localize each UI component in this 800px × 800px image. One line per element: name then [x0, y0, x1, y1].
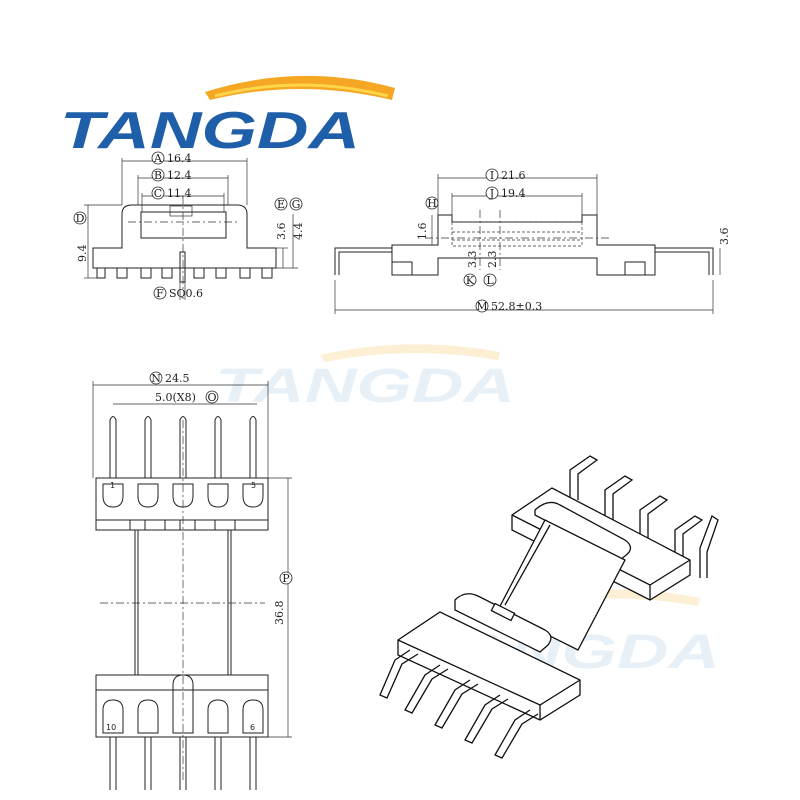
dim-c-value: 11.4 — [167, 187, 192, 200]
pin-label-10: 10 — [106, 723, 116, 732]
dim-d-value: 9.4 — [76, 245, 89, 263]
dim-label-p: P — [282, 572, 290, 585]
front-view: A 16.4 B 12.4 C 11.4 D 9.4 E 3.6 G 4.4 — [73, 151, 305, 300]
logo-swoosh — [205, 75, 395, 100]
dim-label-f: F — [156, 287, 164, 300]
dim-label-h: H — [427, 197, 437, 210]
dim-g-value: 4.4 — [292, 223, 305, 241]
dim-b-value: 12.4 — [167, 169, 192, 182]
dim-o-value: 5.0(X8) — [155, 391, 196, 404]
bottom-view: N 24.5 O 5.0(X8) 1 5 10 6 — [92, 371, 293, 790]
dim-label-k: K — [466, 274, 475, 287]
pin-label-6: 6 — [250, 723, 255, 732]
dim-k-value: 3.3 — [466, 251, 479, 269]
svg-text:TANGDA: TANGDA — [215, 360, 515, 413]
dim-label-m: M — [476, 300, 487, 313]
dim-j-value: 19.4 — [501, 187, 526, 200]
side-view: I 21.6 J 19.4 H 1.6 K 3.3 L 2.3 3.6 — [334, 168, 731, 314]
dim-label-n: N — [151, 372, 161, 385]
dim-p-value: 36.8 — [273, 601, 286, 626]
brand-logo: TANGDA — [60, 75, 395, 160]
watermark-1: TANGDA — [215, 344, 515, 413]
dim-l-value: 2.3 — [486, 251, 499, 269]
dim-right-height: 3.6 — [718, 228, 731, 246]
dim-a-value: 16.4 — [167, 152, 192, 165]
dim-label-i: I — [490, 169, 494, 182]
dim-n-value: 24.5 — [165, 372, 190, 385]
dim-label-o: O — [207, 391, 216, 404]
dim-h-value: 1.6 — [416, 223, 429, 241]
dim-m-value: 52.8±0.3 — [491, 300, 542, 313]
dim-label-g: G — [292, 198, 301, 211]
dim-label-l: L — [486, 274, 494, 287]
dim-label-e: E — [277, 198, 285, 211]
dim-f-value: SQ0.6 — [169, 287, 203, 300]
dim-label-a: A — [153, 152, 163, 165]
pin-label-1: 1 — [110, 481, 115, 490]
logo-text: TANGDA — [60, 102, 360, 160]
pin-label-5: 5 — [251, 481, 256, 490]
isometric-view — [379, 455, 719, 759]
dim-label-j: J — [489, 187, 494, 200]
dim-label-d: D — [76, 212, 85, 225]
dim-label-c: C — [154, 187, 162, 200]
dim-label-b: B — [154, 169, 162, 182]
dim-i-value: 21.6 — [501, 169, 526, 182]
dim-e-value: 3.6 — [275, 223, 288, 241]
